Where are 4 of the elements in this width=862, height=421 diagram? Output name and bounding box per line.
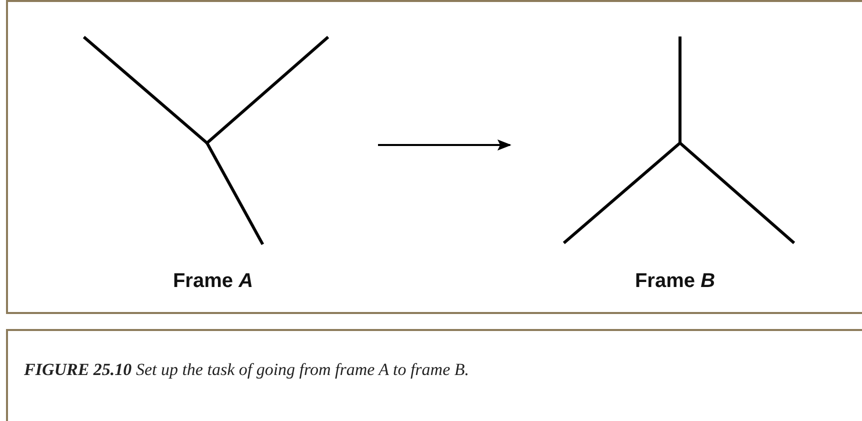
frame-label: Frame B bbox=[634, 270, 716, 293]
arrow bbox=[378, 139, 512, 151]
figure-caption: FIGURE 25.10 Set up the task of going from frame A to frame B. bbox=[24, 360, 470, 380]
frame-label: Frame A bbox=[172, 270, 254, 293]
